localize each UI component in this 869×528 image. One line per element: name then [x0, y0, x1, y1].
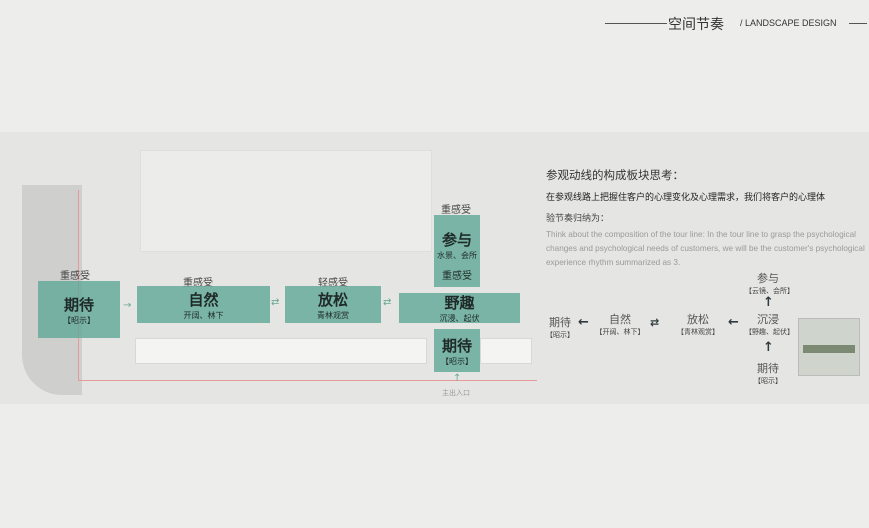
- site-thumbnail: [798, 318, 860, 376]
- page-subtitle: / LANDSCAPE DESIGN: [740, 18, 837, 28]
- description-cn-2: 验节奏归纳为：: [546, 214, 610, 224]
- flow-node-participate: 参与【云镜、会所】: [745, 272, 794, 295]
- description-cn: 在参观线路上把握住客户的心理变化及心理需求，我们将客户的心理体: [546, 193, 826, 203]
- arrow-left-icon: ←: [578, 315, 589, 330]
- double-arrow-icon: ⇄: [383, 297, 392, 308]
- arrow-right-icon: →: [123, 300, 132, 311]
- node-wild: 野趣沉浸、起伏: [399, 293, 520, 323]
- section-title: 参观动线的构成板块思考：: [546, 168, 684, 182]
- description-en: Think about the composition of the tour …: [546, 230, 865, 267]
- node-expect-entrance: 期待【昭示】: [434, 329, 480, 372]
- feel-label: 重感受: [441, 205, 471, 216]
- double-arrow-icon: ⇄: [271, 297, 280, 308]
- flow-node-expect: 期待【昭示】: [546, 316, 574, 339]
- flow-node-expect-2: 期待【昭示】: [754, 362, 782, 385]
- double-arrow-icon: ⇄: [650, 316, 660, 329]
- building: [135, 338, 427, 364]
- arrow-up-icon: ↑: [453, 373, 462, 384]
- header-rule-left: [605, 23, 667, 24]
- flow-node-nature: 自然【开阔、林下】: [595, 313, 645, 336]
- node-nature: 自然开阔、林下: [137, 286, 270, 323]
- building: [140, 150, 432, 252]
- node-participate: 参与水景、会所重感受: [434, 215, 480, 287]
- arrow-up-icon: ↑: [763, 340, 774, 355]
- node-relax: 放松青林观赏: [285, 286, 381, 323]
- page-title: 空间节奏: [668, 17, 724, 33]
- flow-node-relax: 放松【青林观赏】: [677, 313, 719, 336]
- entrance-label: 主出入口: [442, 389, 470, 397]
- arrow-left-icon: ←: [728, 315, 739, 330]
- flow-node-immerse: 沉浸【野趣、起伏】: [745, 313, 794, 336]
- feel-label: 重感受: [183, 278, 213, 289]
- feel-label: 重感受: [60, 271, 90, 282]
- node-expect: 期待【昭示】: [38, 281, 120, 338]
- header-rule-right: [849, 23, 867, 24]
- thumbnail-path: [803, 345, 855, 353]
- feel-label: 轻感受: [318, 278, 348, 289]
- arrow-up-icon: ↑: [763, 295, 774, 310]
- building: [480, 338, 532, 364]
